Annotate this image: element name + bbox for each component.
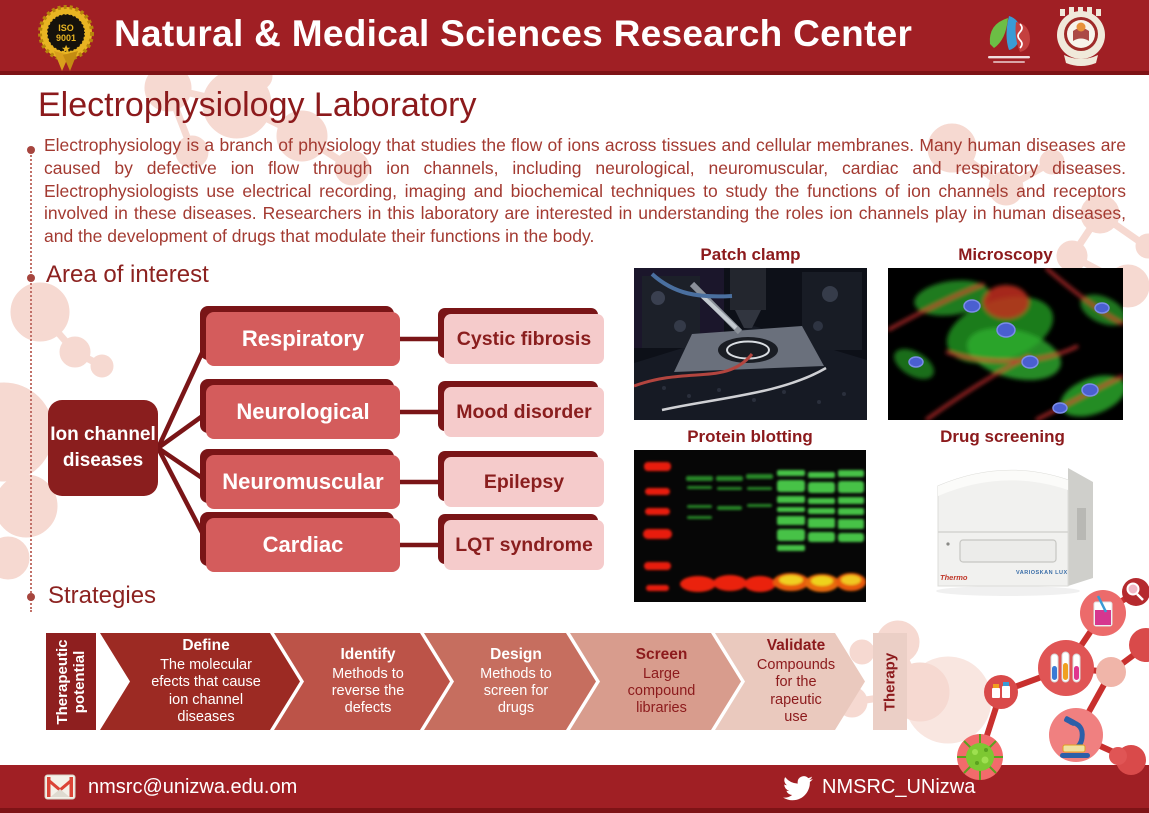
- step-body: Large compound libraries: [627, 665, 696, 717]
- footer-divider-strip: [0, 808, 1149, 813]
- disease-box-mood-disorder: Mood disorder: [444, 387, 604, 437]
- therapeutic-potential-box: Therapeutic potential: [46, 633, 96, 730]
- svg-text:ISO: ISO: [58, 23, 74, 33]
- twitter-bird-icon: [783, 776, 813, 801]
- patch-clamp-photo: [634, 268, 867, 420]
- step-title: Design: [490, 645, 542, 663]
- therapy-box: Therapy: [873, 633, 907, 730]
- strategy-step-validate: Validate Compounds for the rapeutic use: [715, 633, 865, 730]
- footer-banner: nmsrc@unizwa.edu.om NMSRC_UNizwa: [0, 765, 1149, 813]
- step-title: Validate: [766, 637, 826, 655]
- category-box-neuromuscular: Neuromuscular: [206, 455, 400, 509]
- therapy-label: Therapy: [881, 652, 899, 711]
- strategies-heading: Strategies: [48, 582, 157, 609]
- mail-envelope-icon: [44, 774, 76, 800]
- disease-box-lqt-syndrome: LQT syndrome: [444, 520, 604, 570]
- category-box-neurological: Neurological: [206, 385, 400, 439]
- category-box-cardiac: Cardiac: [206, 518, 400, 572]
- disease-box-cystic-fibrosis: Cystic fibrosis: [444, 314, 604, 364]
- step-body: Methods to reverse the defects: [331, 665, 405, 717]
- header-divider-strip: [0, 71, 1149, 75]
- twitter-handle[interactable]: NMSRC_UNizwa: [822, 776, 976, 798]
- iso-9001-badge: ISO 9001: [38, 5, 94, 71]
- section-dotted-line: [30, 148, 32, 612]
- microscopy-caption: Microscopy: [958, 245, 1053, 264]
- strategy-step-define: Define The molecular efects that cause i…: [100, 633, 300, 730]
- step-body: Compounds for the rapeutic use: [756, 657, 836, 725]
- svg-text:VARIOSKAN LUX: VARIOSKAN LUX: [1016, 570, 1068, 576]
- email-address[interactable]: nmsrc@unizwa.edu.om: [88, 776, 298, 798]
- drug-screening-caption: Drug screening: [940, 427, 1065, 446]
- university-of-nizwa-logo: [1057, 7, 1105, 66]
- step-title: Identify: [340, 645, 396, 663]
- disease-box-epilepsy: Epilepsy: [444, 457, 604, 507]
- drug-screening-photo: Thermo VARIOSKAN LUX: [920, 450, 1105, 600]
- protein-blotting-photo: [634, 450, 866, 602]
- strategy-step-design: Design Methods to screen for drugs: [424, 633, 596, 730]
- center-name-title: Natural & Medical Sciences Research Cent…: [114, 13, 913, 54]
- protein-blotting-caption: Protein blotting: [687, 427, 813, 446]
- area-of-interest-heading: Area of interest: [46, 261, 209, 288]
- section-bullet: [27, 146, 35, 154]
- step-title: Screen: [635, 645, 688, 663]
- section-bullet: [27, 593, 35, 601]
- step-body: Methods to screen for drugs: [480, 665, 552, 717]
- therapeutic-potential-label: Therapeutic potential: [53, 638, 88, 725]
- step-title: Define: [182, 637, 230, 655]
- step-body: The molecular efects that cause ion chan…: [151, 657, 261, 725]
- svg-text:Thermo: Thermo: [940, 573, 968, 582]
- microscopy-photo: [888, 268, 1123, 420]
- patch-clamp-caption: Patch clamp: [700, 245, 801, 264]
- section-bullet: [27, 274, 35, 282]
- svg-text:9001: 9001: [56, 33, 76, 43]
- nmsrc-logo: [988, 16, 1030, 63]
- ion-channel-diseases-root-box: Ion channel diseases: [48, 400, 158, 496]
- header-banner: ISO 9001 Natural & Medical Sciences Rese…: [0, 0, 1149, 75]
- category-box-respiratory: Respiratory: [206, 312, 400, 366]
